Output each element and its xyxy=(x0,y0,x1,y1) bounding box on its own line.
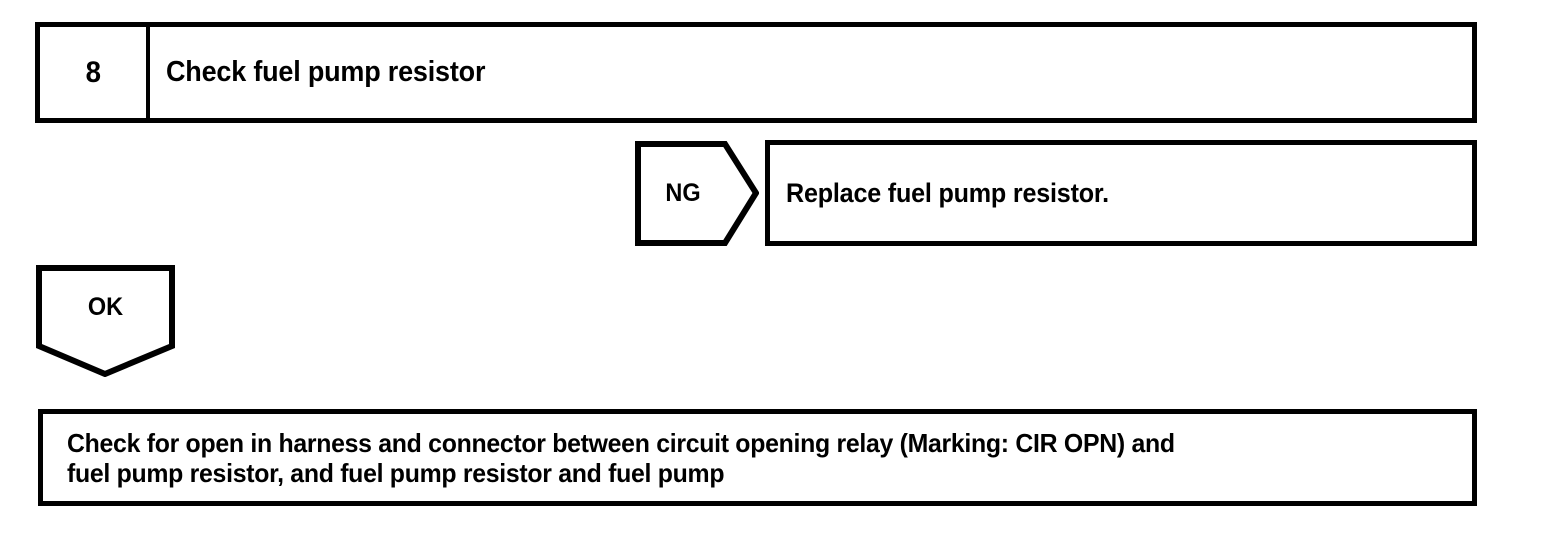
result-box: Check for open in harness and connector … xyxy=(38,409,1477,506)
step-box: 8 Check fuel pump resistor xyxy=(35,22,1477,123)
ok-label: OK xyxy=(87,292,124,321)
ng-action-box: Replace fuel pump resistor. xyxy=(765,140,1477,246)
ng-label: NG xyxy=(665,179,701,207)
step-title-cell: Check fuel pump resistor xyxy=(150,27,1472,118)
step-number: 8 xyxy=(85,55,101,89)
step-number-cell: 8 xyxy=(40,27,150,118)
step-title: Check fuel pump resistor xyxy=(166,56,486,88)
ng-chevron-right-icon xyxy=(635,141,759,246)
ng-action-text: Replace fuel pump resistor. xyxy=(786,177,1109,208)
ok-chevron-down-icon xyxy=(36,265,175,377)
result-text-line-1: Check for open in harness and connector … xyxy=(67,427,1175,458)
result-text-line-2: fuel pump resistor, and fuel pump resist… xyxy=(67,457,725,488)
